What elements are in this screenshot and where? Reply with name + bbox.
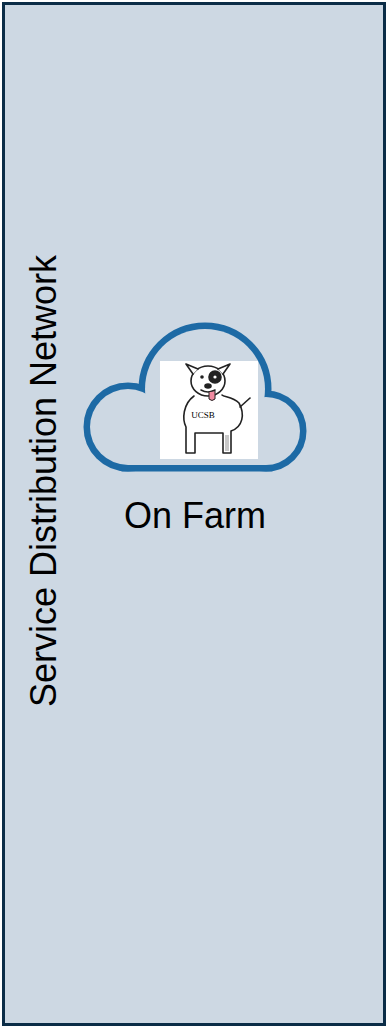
dog-eye-patch (209, 371, 221, 383)
dog-illustration (184, 364, 250, 453)
dog-eye (200, 375, 204, 379)
dog-body (184, 395, 242, 453)
dog-leg-shade (225, 435, 229, 451)
dog-picture-ground (160, 361, 258, 459)
dog-nose (205, 384, 211, 388)
dog-eye (213, 375, 216, 378)
cloud-outline (83, 319, 307, 479)
dog-ear (186, 364, 198, 374)
cloud-label: On Farm (124, 495, 266, 537)
dog-tail (240, 398, 250, 407)
dog-tongue (209, 391, 215, 401)
cloud-node: UCSB On Farm (83, 319, 307, 547)
dog-chest-text: UCSB (191, 410, 215, 420)
panel-title: Service Distribution Network (24, 255, 64, 707)
